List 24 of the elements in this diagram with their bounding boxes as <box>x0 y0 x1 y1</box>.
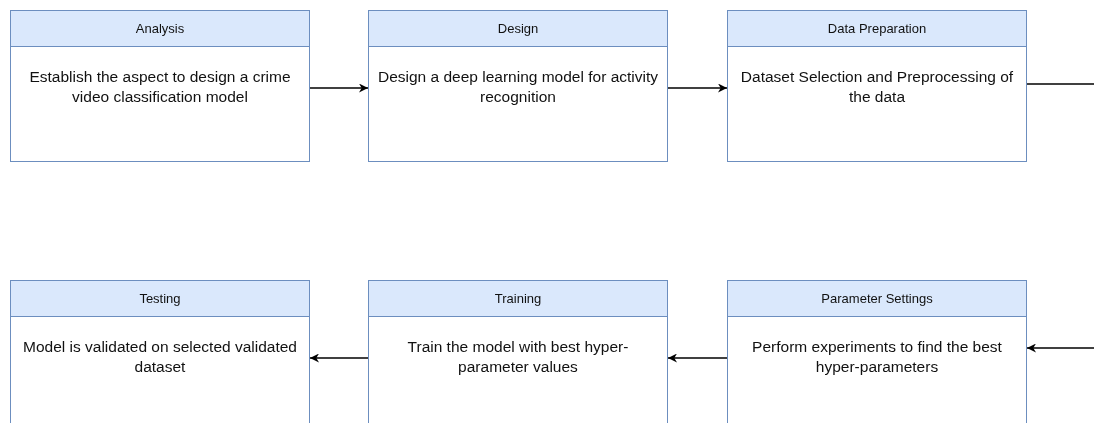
step-description: Train the model with best hyper-parameter values <box>406 337 630 377</box>
step-title: Design <box>497 21 539 36</box>
process-box <box>368 10 668 162</box>
process-box <box>727 280 1027 423</box>
step-description: Dataset Selection and Preprocessing of the data <box>739 67 1015 107</box>
connector-line <box>1026 83 1094 85</box>
step-description: Model is validated on selected validated dataset <box>22 337 298 377</box>
step-title: Data Preparation <box>827 21 927 36</box>
step-description: Perform experiments to find the best hyper-parameters <box>751 337 1003 377</box>
process-box <box>10 10 310 162</box>
step-title: Analysis <box>135 21 185 36</box>
process-box <box>10 280 310 423</box>
arrow <box>667 353 728 363</box>
arrow <box>309 83 369 93</box>
arrow <box>667 83 728 93</box>
step-title: Training <box>494 291 542 306</box>
arrow <box>1026 343 1094 353</box>
process-box <box>727 10 1027 162</box>
step-description: Design a deep learning model for activity recognition <box>377 67 659 107</box>
process-box <box>368 280 668 423</box>
step-title: Testing <box>139 291 181 306</box>
step-title: Parameter Settings <box>821 291 933 306</box>
step-description: Establish the aspect to design a crime video classification model <box>28 67 292 107</box>
arrow <box>309 353 369 363</box>
